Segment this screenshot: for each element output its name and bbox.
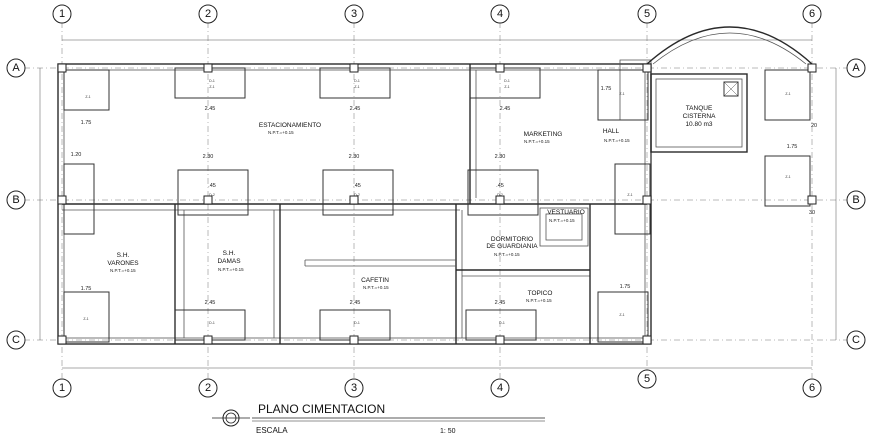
dim-label: 2.45	[495, 300, 506, 306]
room-sh-damas-line1: S.H.	[223, 250, 236, 257]
footing-tag: D-1	[354, 79, 360, 83]
axis-bubbles-rows: A A B B C C	[6, 58, 866, 350]
level-mark-sh-varones: N.P.T.=+0.15	[110, 268, 136, 273]
level-mark-vestuario: N.P.T.=+0.15	[549, 218, 575, 223]
footing-tag: D-2	[497, 193, 503, 197]
room-dormitorio-line1: DORMITORIO	[491, 236, 533, 243]
dim-label: 20	[811, 123, 817, 129]
footing-tag: D-1	[209, 79, 215, 83]
axis-label-6: 6	[809, 382, 815, 394]
axis-label-b: B	[852, 194, 859, 206]
room-estacionamiento: ESTACIONAMIENTO	[259, 122, 321, 129]
room-marketing: MARKETING	[524, 131, 563, 138]
title-block: PLANO CIMENTACION ESCALA 1: 50	[212, 402, 545, 435]
dim-label: 2.45	[350, 300, 361, 306]
room-vestuario: VESTUARIO	[547, 209, 585, 216]
axis-label-4: 4	[497, 8, 503, 20]
dim-label: 2.45	[500, 106, 511, 112]
dim-label: 1.75	[81, 120, 92, 126]
dim-label: 2.45	[205, 106, 216, 112]
dim-label: .45	[496, 183, 504, 189]
room-labels: ESTACIONAMIENTO N.P.T.=+0.15 MARKETING N…	[107, 105, 716, 303]
footing-tag: D-1	[499, 321, 505, 325]
room-hall: HALL	[603, 128, 620, 135]
axis-label-4: 4	[497, 382, 503, 394]
columns	[57, 63, 817, 345]
dim-label: 2.45	[205, 300, 216, 306]
cistern-tank	[646, 26, 813, 153]
axis-label-b: B	[12, 194, 19, 206]
footing-tag: Z-1	[627, 193, 632, 197]
level-mark-marketing: N.P.T.=+0.15	[524, 139, 550, 144]
level-mark-cafetin: N.P.T.=+0.15	[363, 285, 389, 290]
dim-label: 1.75	[601, 86, 612, 92]
dim-label: 1.75	[620, 284, 631, 290]
footing-tag: Z-1	[504, 85, 509, 89]
dim-label: 1.75	[81, 286, 92, 292]
room-dormitorio-line2: DE GUARDIANIA	[486, 243, 538, 250]
dimension-chains	[39, 39, 837, 369]
dim-label: 1.75	[787, 144, 798, 150]
axis-label-2: 2	[205, 382, 211, 394]
room-topico: TOPICO	[528, 290, 553, 297]
dim-label: 2.30	[349, 154, 360, 160]
room-cafetin: CAFETIN	[361, 277, 389, 284]
footing-tag: D-1	[209, 321, 215, 325]
plan-title: PLANO CIMENTACION	[258, 402, 385, 416]
level-mark-estacionamiento: N.P.T.=+0.15	[268, 130, 294, 135]
dim-label: 1.20	[71, 152, 82, 158]
scale-label: ESCALA	[256, 426, 288, 435]
footing-tag: D-1	[504, 79, 510, 83]
axis-label-c: C	[852, 334, 860, 346]
axis-label-5: 5	[644, 373, 650, 385]
footing-tag: Z-1	[619, 313, 624, 317]
axis-label-c: C	[12, 334, 20, 346]
dim-label: 2.30	[203, 154, 214, 160]
axis-label-6: 6	[809, 8, 815, 20]
footing-tag: Z-1	[354, 85, 359, 89]
level-mark-dormitorio: N.P.T.=+0.15	[494, 252, 520, 257]
axis-bubbles-bottom: 1 2 3 4 5 6	[52, 369, 822, 398]
axis-label-a: A	[852, 62, 860, 74]
footing-tags: D-1 Z-1 D-1 Z-1 D-1 Z-1 Z-1 Z-1 Z-1 D-2 …	[83, 79, 790, 325]
room-sh-varones-line2: VARONES	[107, 260, 139, 267]
dim-label: .45	[353, 183, 361, 189]
dim-label: 2.45	[350, 106, 361, 112]
dim-label: .45	[208, 183, 216, 189]
axis-label-1: 1	[59, 382, 65, 394]
axis-label-3: 3	[351, 8, 357, 20]
tank-capacity: 10.80 m3	[685, 121, 712, 128]
footing-tag: Z-1	[85, 95, 90, 99]
dim-label: 30	[809, 210, 815, 216]
footing-tag: Z-1	[785, 175, 790, 179]
tank-label-line2: CISTERNA	[683, 113, 717, 120]
room-sh-damas-line2: DAMAS	[217, 258, 241, 265]
axis-label-a: A	[12, 62, 20, 74]
axis-label-5: 5	[644, 8, 650, 20]
dim-label: 2.30	[495, 154, 506, 160]
footings	[63, 67, 811, 343]
scale-value: 1: 50	[440, 428, 456, 435]
footing-tag: Z-1	[785, 92, 790, 96]
level-mark-sh-damas: N.P.T.=+0.15	[218, 267, 244, 272]
axis-label-1: 1	[59, 8, 65, 20]
level-mark-hall: N.P.T.=+0.15	[604, 138, 630, 143]
axis-bubbles-top: 1 2 3 4 5 6	[52, 4, 822, 24]
axis-label-3: 3	[351, 382, 357, 394]
axis-grid-lines	[24, 22, 848, 378]
footing-tag: Z-1	[83, 317, 88, 321]
level-mark-topico: N.P.T.=+0.15	[526, 298, 552, 303]
footing-tag: D-2	[209, 193, 215, 197]
footing-tag: Z-1	[619, 92, 624, 96]
room-sh-varones-line1: S.H.	[117, 252, 130, 259]
axis-label-2: 2	[205, 8, 211, 20]
footing-tag: D-2	[354, 193, 360, 197]
tank-label-line1: TANQUE	[686, 105, 713, 112]
footing-tag: Z-1	[209, 85, 214, 89]
footing-tag: D-1	[354, 321, 360, 325]
dimension-labels: 2.45 2.45 2.45 1.75 2.30 2.30 2.30 1.20 …	[71, 86, 817, 306]
